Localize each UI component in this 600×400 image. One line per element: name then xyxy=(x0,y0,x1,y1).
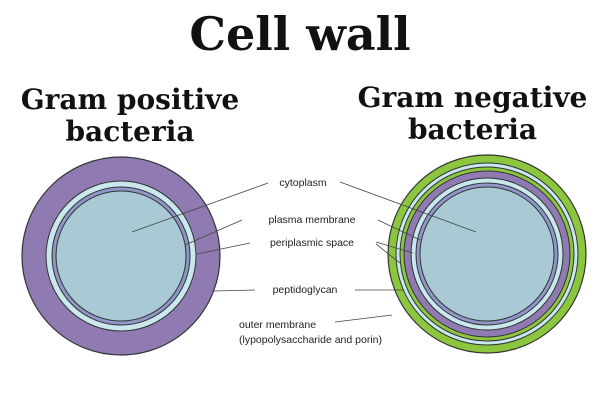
gram-positive-heading-line1: Gram positive xyxy=(20,83,240,116)
leader-plasma-membrane-right xyxy=(377,219,421,241)
label-outer-membrane-detail: (lypopolysaccharide and porin) xyxy=(239,334,382,346)
gram-negative-cell xyxy=(387,154,587,354)
gram-positive-cell xyxy=(21,156,221,356)
gram-negative-heading: Gram negative bacteria xyxy=(345,82,600,146)
leader-periplasmic-right-2 xyxy=(375,243,401,264)
leader-lines xyxy=(131,181,477,323)
leader-cytoplasm-right xyxy=(339,181,477,233)
leader-plasma-membrane-left xyxy=(184,219,243,246)
gram-negative-heading-line1: Gram negative xyxy=(357,81,588,114)
gn-cytoplasm xyxy=(419,186,555,322)
gram-positive-heading-line2: bacteria xyxy=(65,115,195,148)
leader-cytoplasm-left xyxy=(131,182,269,233)
label-plasma-membrane: plasma membrane xyxy=(269,214,356,226)
layer-labels: cytoplasm plasma membrane periplasmic sp… xyxy=(239,177,382,346)
gp-cytoplasm xyxy=(55,190,187,322)
leader-periplasmic-right-1 xyxy=(375,241,414,254)
gram-negative-heading-line2: bacteria xyxy=(407,113,538,146)
label-outer-membrane: outer membrane xyxy=(239,319,316,331)
leader-peptidoglycan-left xyxy=(213,289,256,292)
label-cytoplasm: cytoplasm xyxy=(279,177,327,189)
label-peptidoglycan: peptidoglycan xyxy=(273,284,338,296)
leader-periplasmic-left xyxy=(196,242,251,255)
diagram-title: Cell wall xyxy=(189,7,411,61)
leader-outer-membrane xyxy=(334,314,393,323)
label-periplasmic-space: periplasmic space xyxy=(270,237,354,249)
gram-positive-heading: Gram positive bacteria xyxy=(0,84,260,148)
